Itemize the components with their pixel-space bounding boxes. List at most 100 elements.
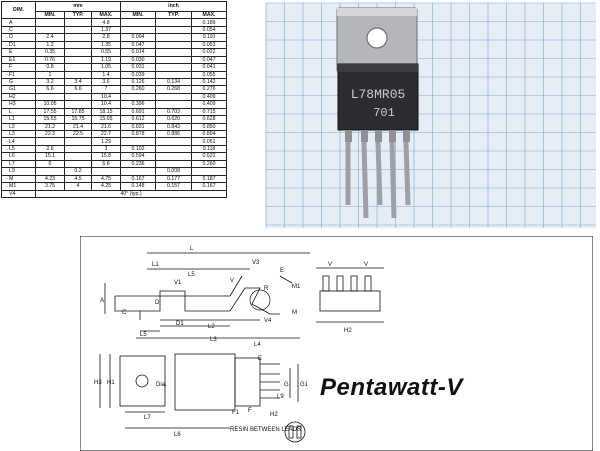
label-E: E — [280, 268, 284, 274]
table-cell: 0.628 — [190, 115, 228, 124]
label-H2-front: H2 — [270, 412, 278, 418]
table-cell: 0.831 — [120, 122, 156, 132]
table-cell — [64, 92, 92, 102]
table-cell: 0.2 — [64, 167, 92, 176]
label-F1: F1 — [232, 410, 240, 416]
label-H2: H2 — [344, 328, 352, 334]
table-cell: 0.894 — [190, 129, 228, 139]
table-cell: 1.4 — [91, 70, 121, 79]
table-cell: D — [1, 33, 36, 42]
table-cell: 0.409 — [190, 92, 228, 102]
table-cell — [155, 55, 192, 65]
table-cell — [120, 18, 156, 27]
table-cell: 0.703 — [155, 107, 192, 117]
label-L: L — [190, 246, 194, 252]
table-cell: 21.2 — [35, 122, 65, 132]
table-cell — [155, 18, 192, 27]
mechanical-drawing: L L1 L5 L5 L2 L3 A C D1 D V1 V V3 R V4 E… — [80, 236, 593, 451]
table-cell — [155, 48, 192, 57]
table-cell — [155, 40, 192, 50]
drawing-frame — [80, 236, 593, 451]
table-cell: 0.051 — [190, 137, 228, 146]
table-cell: 22.3 — [35, 129, 65, 139]
table-cell: 15.8 — [91, 152, 121, 161]
label-V4: V4 — [264, 318, 272, 324]
table-cell: 0.189 — [190, 18, 228, 27]
label-L7: L7 — [144, 415, 151, 421]
table-cell: 18.15 — [91, 107, 121, 117]
table-cell — [64, 55, 92, 65]
table-cell: G1 — [1, 85, 36, 94]
table-cell: L4 — [1, 137, 36, 146]
table-cell: 17.85 — [64, 107, 92, 117]
table-cell: 0.142 — [190, 77, 228, 87]
marking-line-1: L78MR05 — [351, 87, 406, 102]
table-cell: 0.622 — [190, 152, 228, 161]
label-A: A — [100, 298, 104, 304]
table-cell: 0.126 — [120, 77, 156, 87]
table-cell: F1 — [1, 70, 36, 79]
table-cell: 0.041 — [190, 63, 228, 72]
label-V: V — [230, 278, 234, 284]
table-cell: 7 — [91, 85, 121, 94]
table-cell: 0.260 — [190, 159, 228, 169]
table-cell: 0.157 — [155, 182, 192, 191]
table-cell — [155, 152, 192, 161]
table-cell: 0.691 — [120, 107, 156, 117]
table-cell: F — [1, 63, 36, 72]
table-cell — [64, 63, 92, 72]
table-cell: 0.134 — [155, 77, 192, 87]
table-cell — [155, 159, 192, 169]
table-cell: 0.843 — [155, 122, 192, 132]
table-row: L4 1.29 0.051 — [1, 137, 228, 146]
table-cell: 22.5 — [64, 129, 92, 139]
label-H1: H1 — [107, 380, 115, 386]
ic-body: L78MR05 701 — [337, 63, 419, 131]
label-end-V-2: V — [364, 262, 368, 268]
table-cell: 1.29 — [91, 137, 121, 146]
table-cell: 3.4 — [64, 77, 92, 87]
table-cell: E — [1, 48, 36, 57]
header-min-inch: MIN. — [120, 10, 156, 20]
table-cell: M — [1, 174, 36, 184]
table-cell: 0.118 — [190, 144, 228, 154]
label-L5: L5 — [140, 332, 147, 338]
table-cell: 0.055 — [190, 70, 228, 79]
table-cell: 0.886 — [155, 129, 192, 139]
table-cell: 10.4 — [91, 92, 121, 102]
header-min-mm: MIN. — [35, 10, 65, 20]
table-cell: 3.2 — [35, 77, 65, 87]
end-view — [316, 267, 384, 323]
table-cell: 0.047 — [120, 40, 156, 50]
table-cell: L1 — [1, 115, 36, 124]
table-cell — [155, 92, 192, 102]
label-L5-top: L5 — [188, 272, 195, 278]
table-cell: 0.039 — [120, 70, 156, 79]
label-D: D — [155, 300, 160, 306]
package-name: Pentawatt-V — [320, 374, 463, 401]
header-typ-mm: TYP. — [64, 10, 92, 20]
table-cell: 0.167 — [190, 182, 228, 191]
table-cell — [35, 25, 65, 35]
header-inch: inch — [119, 1, 228, 12]
table-cell — [64, 48, 92, 57]
label-L1: L1 — [152, 262, 159, 268]
table-cell: 0.76 — [35, 55, 65, 65]
header-typ-inch: TYP. — [155, 10, 192, 20]
table-cell: 4.75 — [91, 174, 121, 184]
dimension-table: DIM. mm inch MIN. TYP. MAX. MIN. TYP. MA… — [1, 0, 228, 198]
table-cell — [120, 167, 156, 176]
header-max-mm: MAX. — [91, 10, 121, 20]
table-cell: 15.1 — [35, 152, 65, 161]
table-cell: 0.55 — [91, 48, 121, 57]
table-cell: 3 — [91, 144, 121, 154]
